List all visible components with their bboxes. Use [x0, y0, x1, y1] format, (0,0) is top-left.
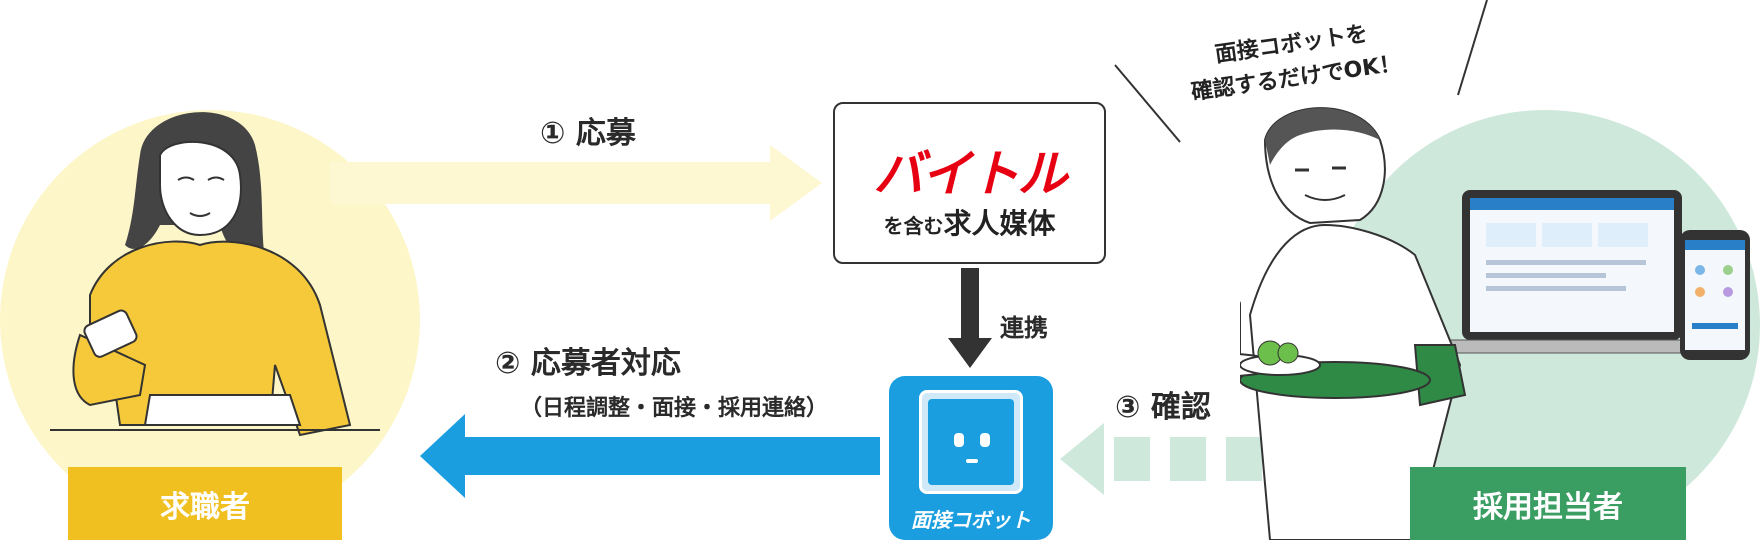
step-apply-label: ① 応募	[540, 116, 636, 151]
job-media-box: バイトル を含む求人媒体	[833, 102, 1106, 264]
bot-name: 面接コボット	[911, 508, 1031, 532]
man-with-tray-and-laptop-illustration	[1240, 107, 1750, 540]
media-prefix: を含む	[883, 214, 944, 238]
recruiter-label: 採用担当者	[1410, 467, 1686, 540]
step-respond-detail: （日程調整・面接・採用連絡）	[520, 396, 829, 421]
link-arrow-head	[948, 338, 992, 368]
media-label: 求人媒体	[943, 207, 1056, 240]
confirm-arrow-head	[1060, 423, 1104, 495]
link-label: 連携	[1000, 314, 1048, 342]
confirm-arrow-dash	[1114, 437, 1150, 481]
robot-face-icon	[919, 390, 1023, 494]
link-arrow-shaft	[961, 268, 979, 340]
baitoru-logo: バイトル	[873, 145, 1068, 203]
speech-line	[1114, 64, 1181, 143]
step-confirm-label: ③ 確認	[1115, 390, 1211, 425]
media-caption: を含む求人媒体	[835, 202, 1104, 242]
woman-with-phone-illustration	[50, 112, 380, 437]
step-respond-label: ② 応募者対応	[495, 346, 681, 381]
confirm-arrow-dash	[1170, 437, 1206, 481]
apply-arrow	[330, 145, 822, 221]
respond-arrow	[420, 414, 880, 498]
speech-line	[1457, 0, 1488, 96]
job-seeker-label: 求職者	[68, 467, 342, 540]
mensetsu-kobot-box: 面接コボット	[889, 376, 1053, 540]
confirm-arrow-dash	[1226, 437, 1262, 481]
